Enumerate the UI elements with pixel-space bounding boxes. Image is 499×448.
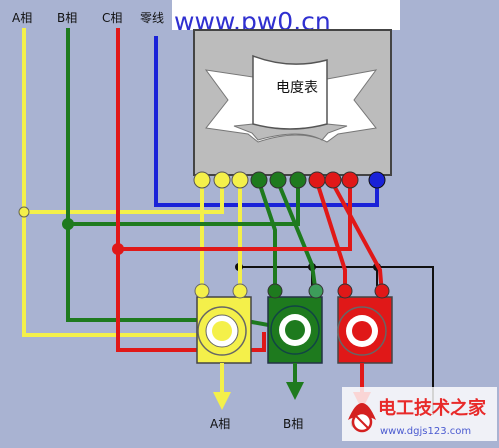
meter-terminal-c2 <box>324 171 342 189</box>
meter-terminal-c3 <box>341 171 359 189</box>
phase-b-meter-wire <box>68 182 300 226</box>
ct-b <box>267 283 324 364</box>
label-phase-a-out: A相 <box>210 417 230 431</box>
phase-a-meter-wire <box>24 182 224 214</box>
meter-label: 电度表 <box>276 80 318 96</box>
phase-c-meter-to-ct-2 <box>330 181 384 295</box>
meter-terminal-c1 <box>308 171 326 189</box>
site-logo: 电工技术之家 www.dgjs123.com <box>342 387 497 441</box>
phase-c-main-wire <box>116 28 266 352</box>
ct-c-terminal-1 <box>337 283 353 299</box>
phase-c-meter-wire <box>118 182 352 251</box>
meter-terminal-b3 <box>289 171 307 189</box>
phase-b-main-wire <box>66 28 200 322</box>
phase-a-junction <box>18 206 30 218</box>
meter-terminal-a3 <box>231 171 249 189</box>
logo-name: 电工技术之家 <box>378 397 487 419</box>
meter-terminal-b2 <box>269 171 287 189</box>
ct-b-terminal-1 <box>267 283 283 299</box>
arrow-a-head <box>213 392 231 410</box>
label-phase-b-out: B相 <box>283 417 303 431</box>
phase-c-junction <box>112 243 124 255</box>
phase-a-main-wire <box>22 28 200 337</box>
meter-terminal-n <box>368 171 386 189</box>
ct-c <box>337 283 393 364</box>
label-phase-b-top: B相 <box>57 11 77 25</box>
meter-terminal-b1 <box>250 171 268 189</box>
label-phase-a-top: A相 <box>12 11 32 25</box>
ct-b-terminal-2 <box>308 283 324 299</box>
meter-terminal-a2 <box>213 171 231 189</box>
phase-b-meter-to-ct-1 <box>257 181 277 294</box>
arrow-b-head <box>286 382 304 400</box>
ct-a <box>194 283 252 364</box>
watermark-band <box>172 0 400 30</box>
logo-url: www.dgjs123.com <box>380 426 471 437</box>
label-neutral-top: 零线 <box>140 11 164 25</box>
meter-plate <box>252 54 328 130</box>
ct-c-terminal-2 <box>374 283 390 299</box>
meter-terminal-a1 <box>193 171 211 189</box>
label-phase-c-top: C相 <box>102 11 122 25</box>
ct-a-terminal-1 <box>194 283 210 299</box>
phase-b-junction <box>62 218 74 230</box>
logo-mark-icon <box>348 403 376 433</box>
black-wire <box>239 266 434 415</box>
ct-a-terminal-2 <box>232 283 248 299</box>
